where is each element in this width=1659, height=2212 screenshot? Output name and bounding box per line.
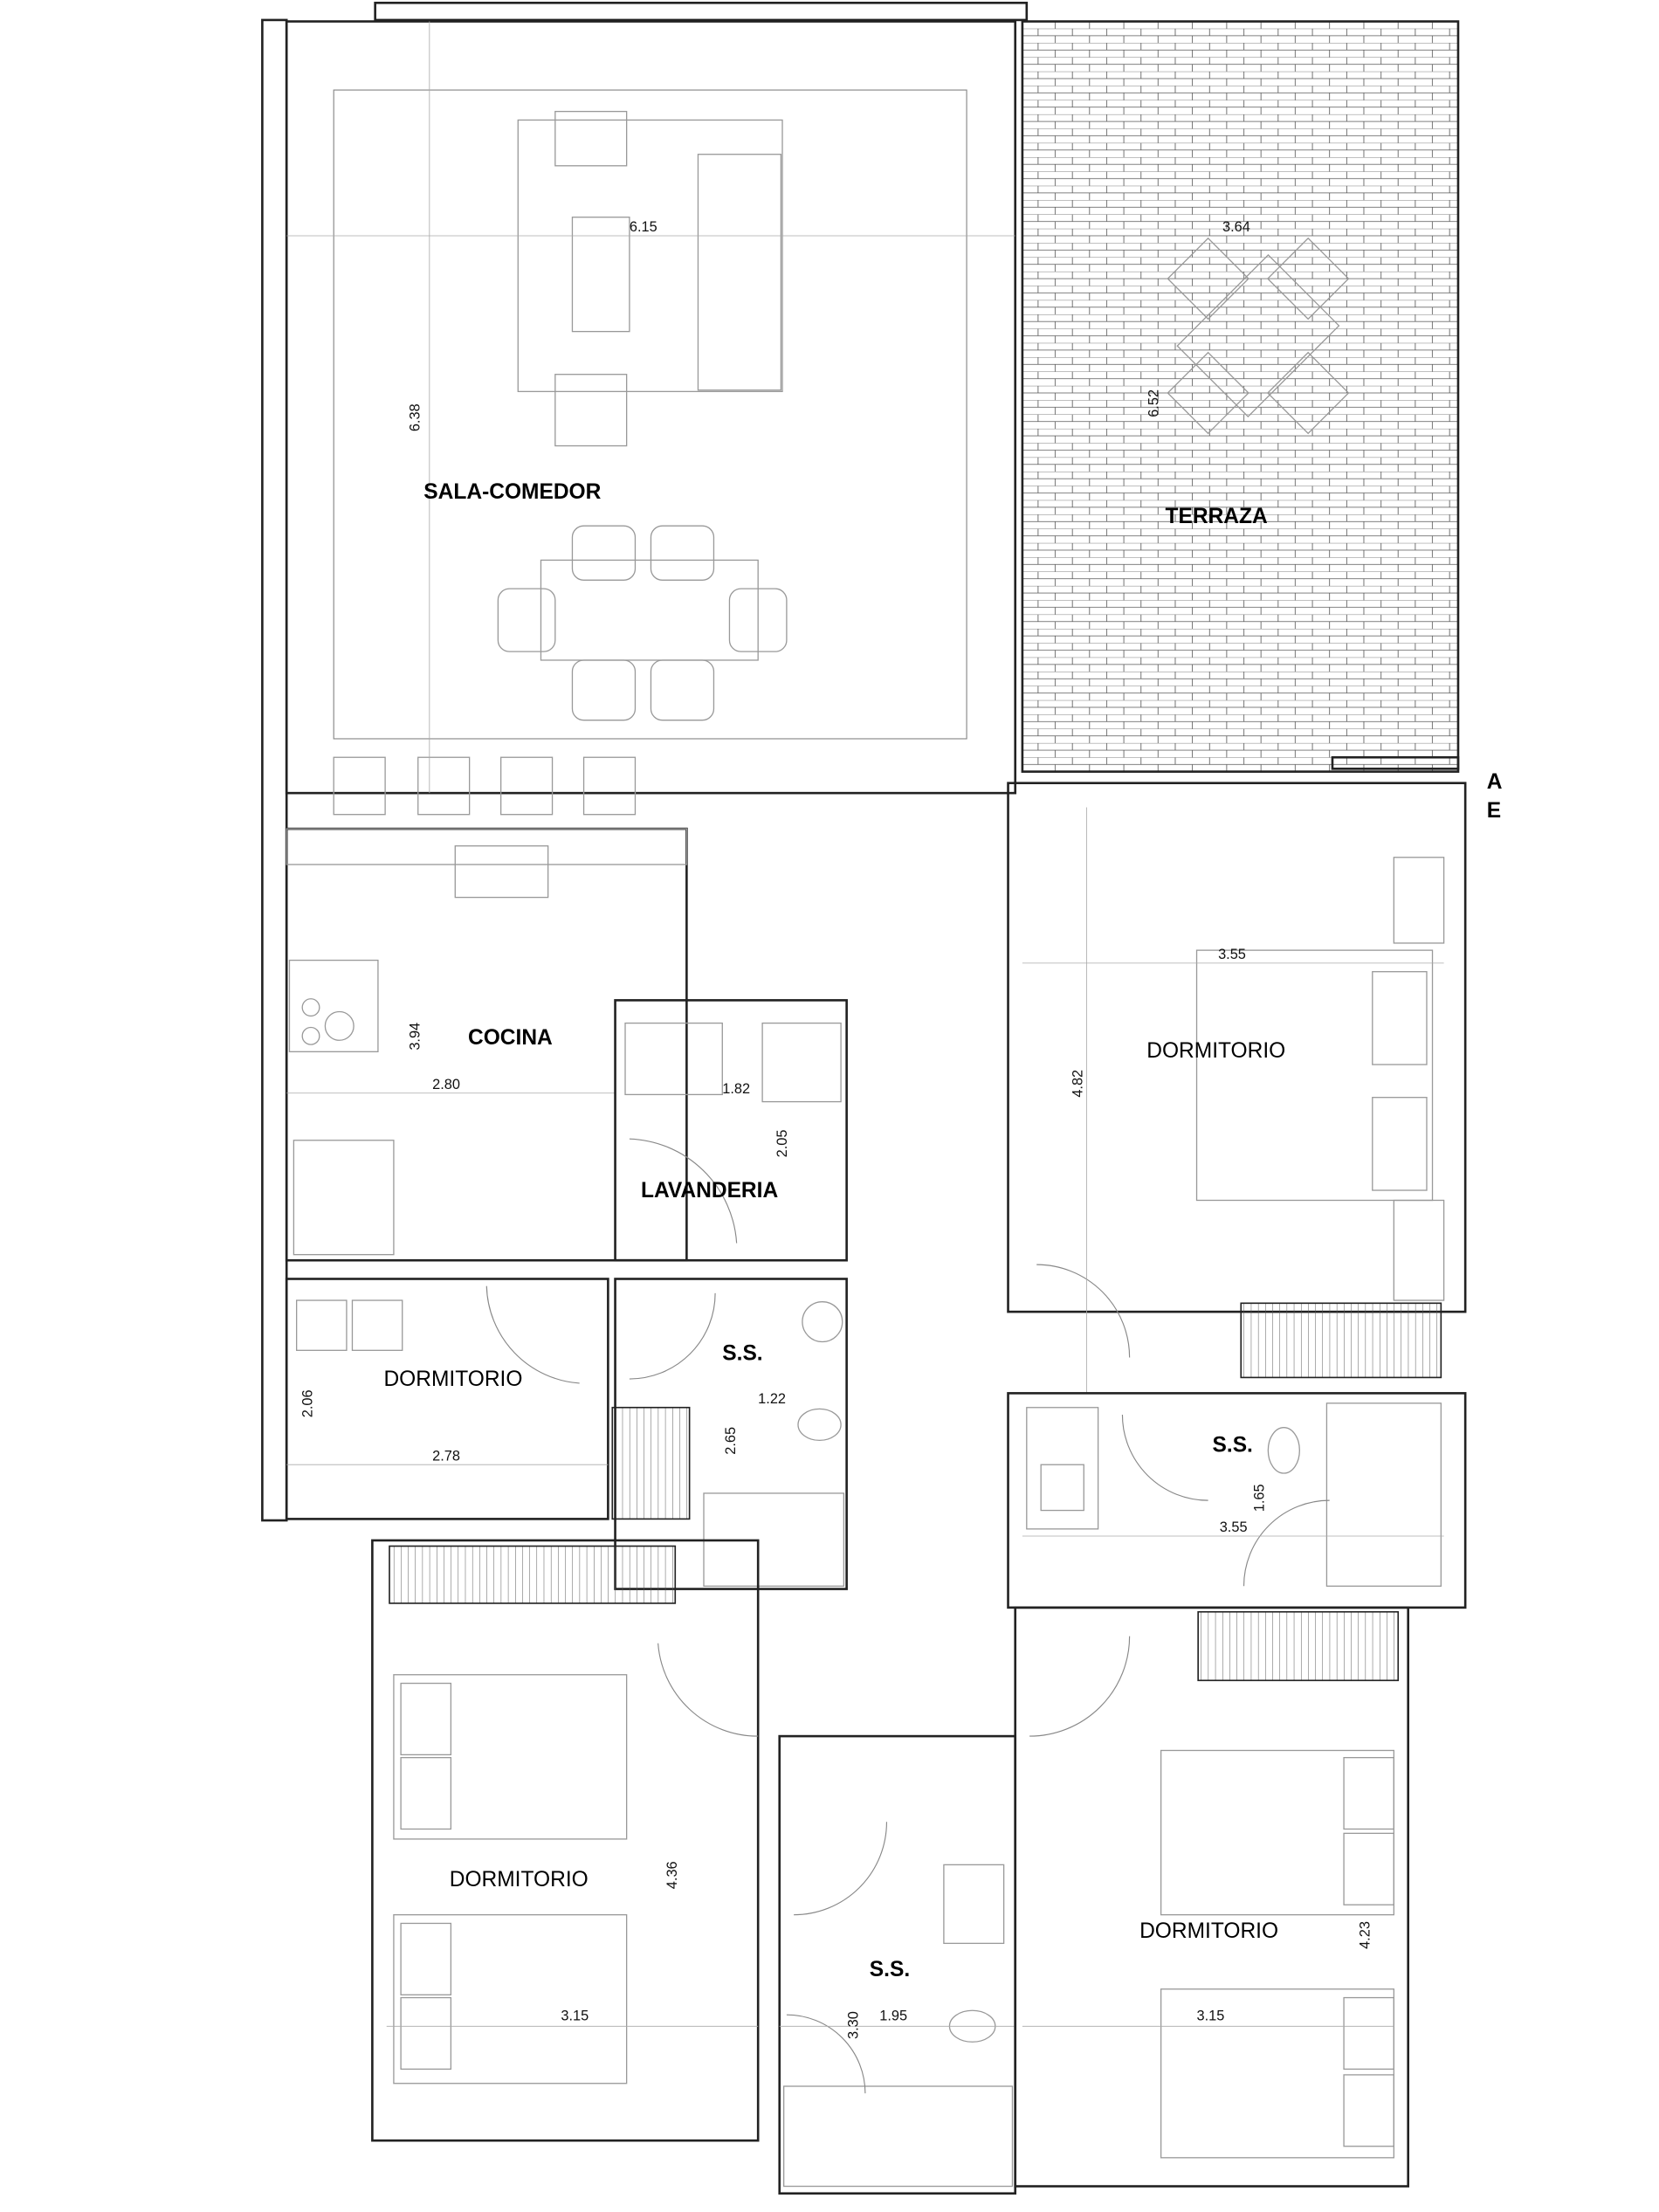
dining-table [540, 559, 759, 661]
rug [333, 89, 967, 740]
dim-bl-width: 3.15 [561, 2009, 589, 2024]
dim-ss-small-height: 2.65 [723, 1427, 739, 1455]
edge-label-e: E [1487, 799, 1501, 823]
ss-bottom-area: 1.95 3.30 S.S. [778, 1734, 1017, 2195]
dim-terraza-width: 3.64 [1222, 219, 1250, 235]
dim-dormitorio-small-width: 2.78 [432, 1448, 460, 1464]
armchair [554, 110, 628, 167]
dormitorio-master-area: 3.55 4.82 DORMITORIO [1007, 782, 1467, 1394]
dim-cocina-width: 2.80 [432, 1077, 460, 1092]
dim-ss-small-width: 1.22 [758, 1391, 786, 1407]
dim-dormitorio-small-height: 2.06 [300, 1389, 316, 1417]
bed [1160, 1749, 1394, 1916]
sofa [697, 154, 782, 391]
room-label-dormitorio-bottom-left: DORMITORIO [450, 1868, 589, 1892]
dim-sala-height: 6.38 [407, 403, 423, 431]
room-label-ss-bottom: S.S. [870, 1958, 910, 1981]
fridge [293, 1140, 395, 1256]
dim-ss-bottom-width: 1.95 [879, 2009, 907, 2024]
dormitorio-bottom-right-area: 3.15 4.23 DORMITORIO [1014, 1606, 1410, 2188]
dim-sala-width: 6.15 [630, 219, 657, 235]
room-label-dormitorio-master: DORMITORIO [1146, 1039, 1285, 1063]
room-label-dormitorio-small: DORMITORIO [383, 1368, 522, 1391]
dim-master-height: 4.82 [1070, 1070, 1086, 1098]
sala-comedor-area: 6.15 6.38 SALA-COMEDOR [261, 1, 1029, 1522]
armchair [554, 374, 628, 447]
dim-ss-master-height: 1.65 [1251, 1484, 1267, 1512]
dim-master-width: 3.55 [1218, 947, 1246, 962]
dim-br-height: 4.23 [1358, 1921, 1373, 1949]
dormitorio-bottom-left-area: 3.15 4.36 DORMITORIO [371, 1539, 760, 2142]
coffee-table [571, 217, 630, 333]
bed [393, 1913, 628, 2085]
dim-lavanderia-width: 1.82 [722, 1081, 750, 1097]
bed [1195, 949, 1434, 1202]
bed [393, 1674, 628, 1840]
bar-stools [333, 756, 637, 816]
room-label-lavanderia: LAVANDERIA [641, 1179, 778, 1202]
bed [1160, 1988, 1394, 2159]
dim-lavanderia-height: 2.05 [774, 1130, 790, 1158]
dim-terraza-height: 6.52 [1146, 389, 1161, 417]
room-label-ss-master: S.S. [1213, 1433, 1253, 1457]
room-label-cocina: COCINA [468, 1026, 553, 1050]
edge-label-a: A [1487, 770, 1503, 794]
lavanderia-area: 1.82 2.05 LAVANDERIA [614, 999, 848, 1262]
dim-ss-master-width: 3.55 [1220, 1519, 1248, 1535]
dormitorio-small-area: 2.06 2.78 DORMITORIO [285, 1278, 691, 1520]
cocina-area: 3.94 2.80 COCINA [285, 827, 688, 1262]
counter [286, 828, 688, 865]
dim-br-width: 3.15 [1197, 2009, 1225, 2024]
room-label-dormitorio-bottom-right: DORMITORIO [1139, 1919, 1278, 1943]
terraza-area: 3.64 6.52 TERRAZA [1021, 20, 1460, 773]
dim-cocina-height: 3.94 [407, 1023, 423, 1051]
stove [288, 959, 379, 1052]
dim-ss-bottom-height: 3.30 [846, 2011, 862, 2039]
room-label-terraza: TERRAZA [1166, 505, 1268, 528]
sofa-area [517, 119, 783, 393]
room-label-ss-small: S.S. [722, 1342, 762, 1366]
dim-bl-height: 4.36 [664, 1861, 680, 1889]
outdoor-furniture [1167, 237, 1350, 435]
kitchen-sink [454, 845, 549, 899]
room-label-sala-comedor: SALA-COMEDOR [423, 480, 601, 504]
ss-master-area: 3.55 1.65 S.S. [1007, 1392, 1467, 1609]
washer [761, 1022, 842, 1103]
laundry-sink [624, 1022, 723, 1096]
